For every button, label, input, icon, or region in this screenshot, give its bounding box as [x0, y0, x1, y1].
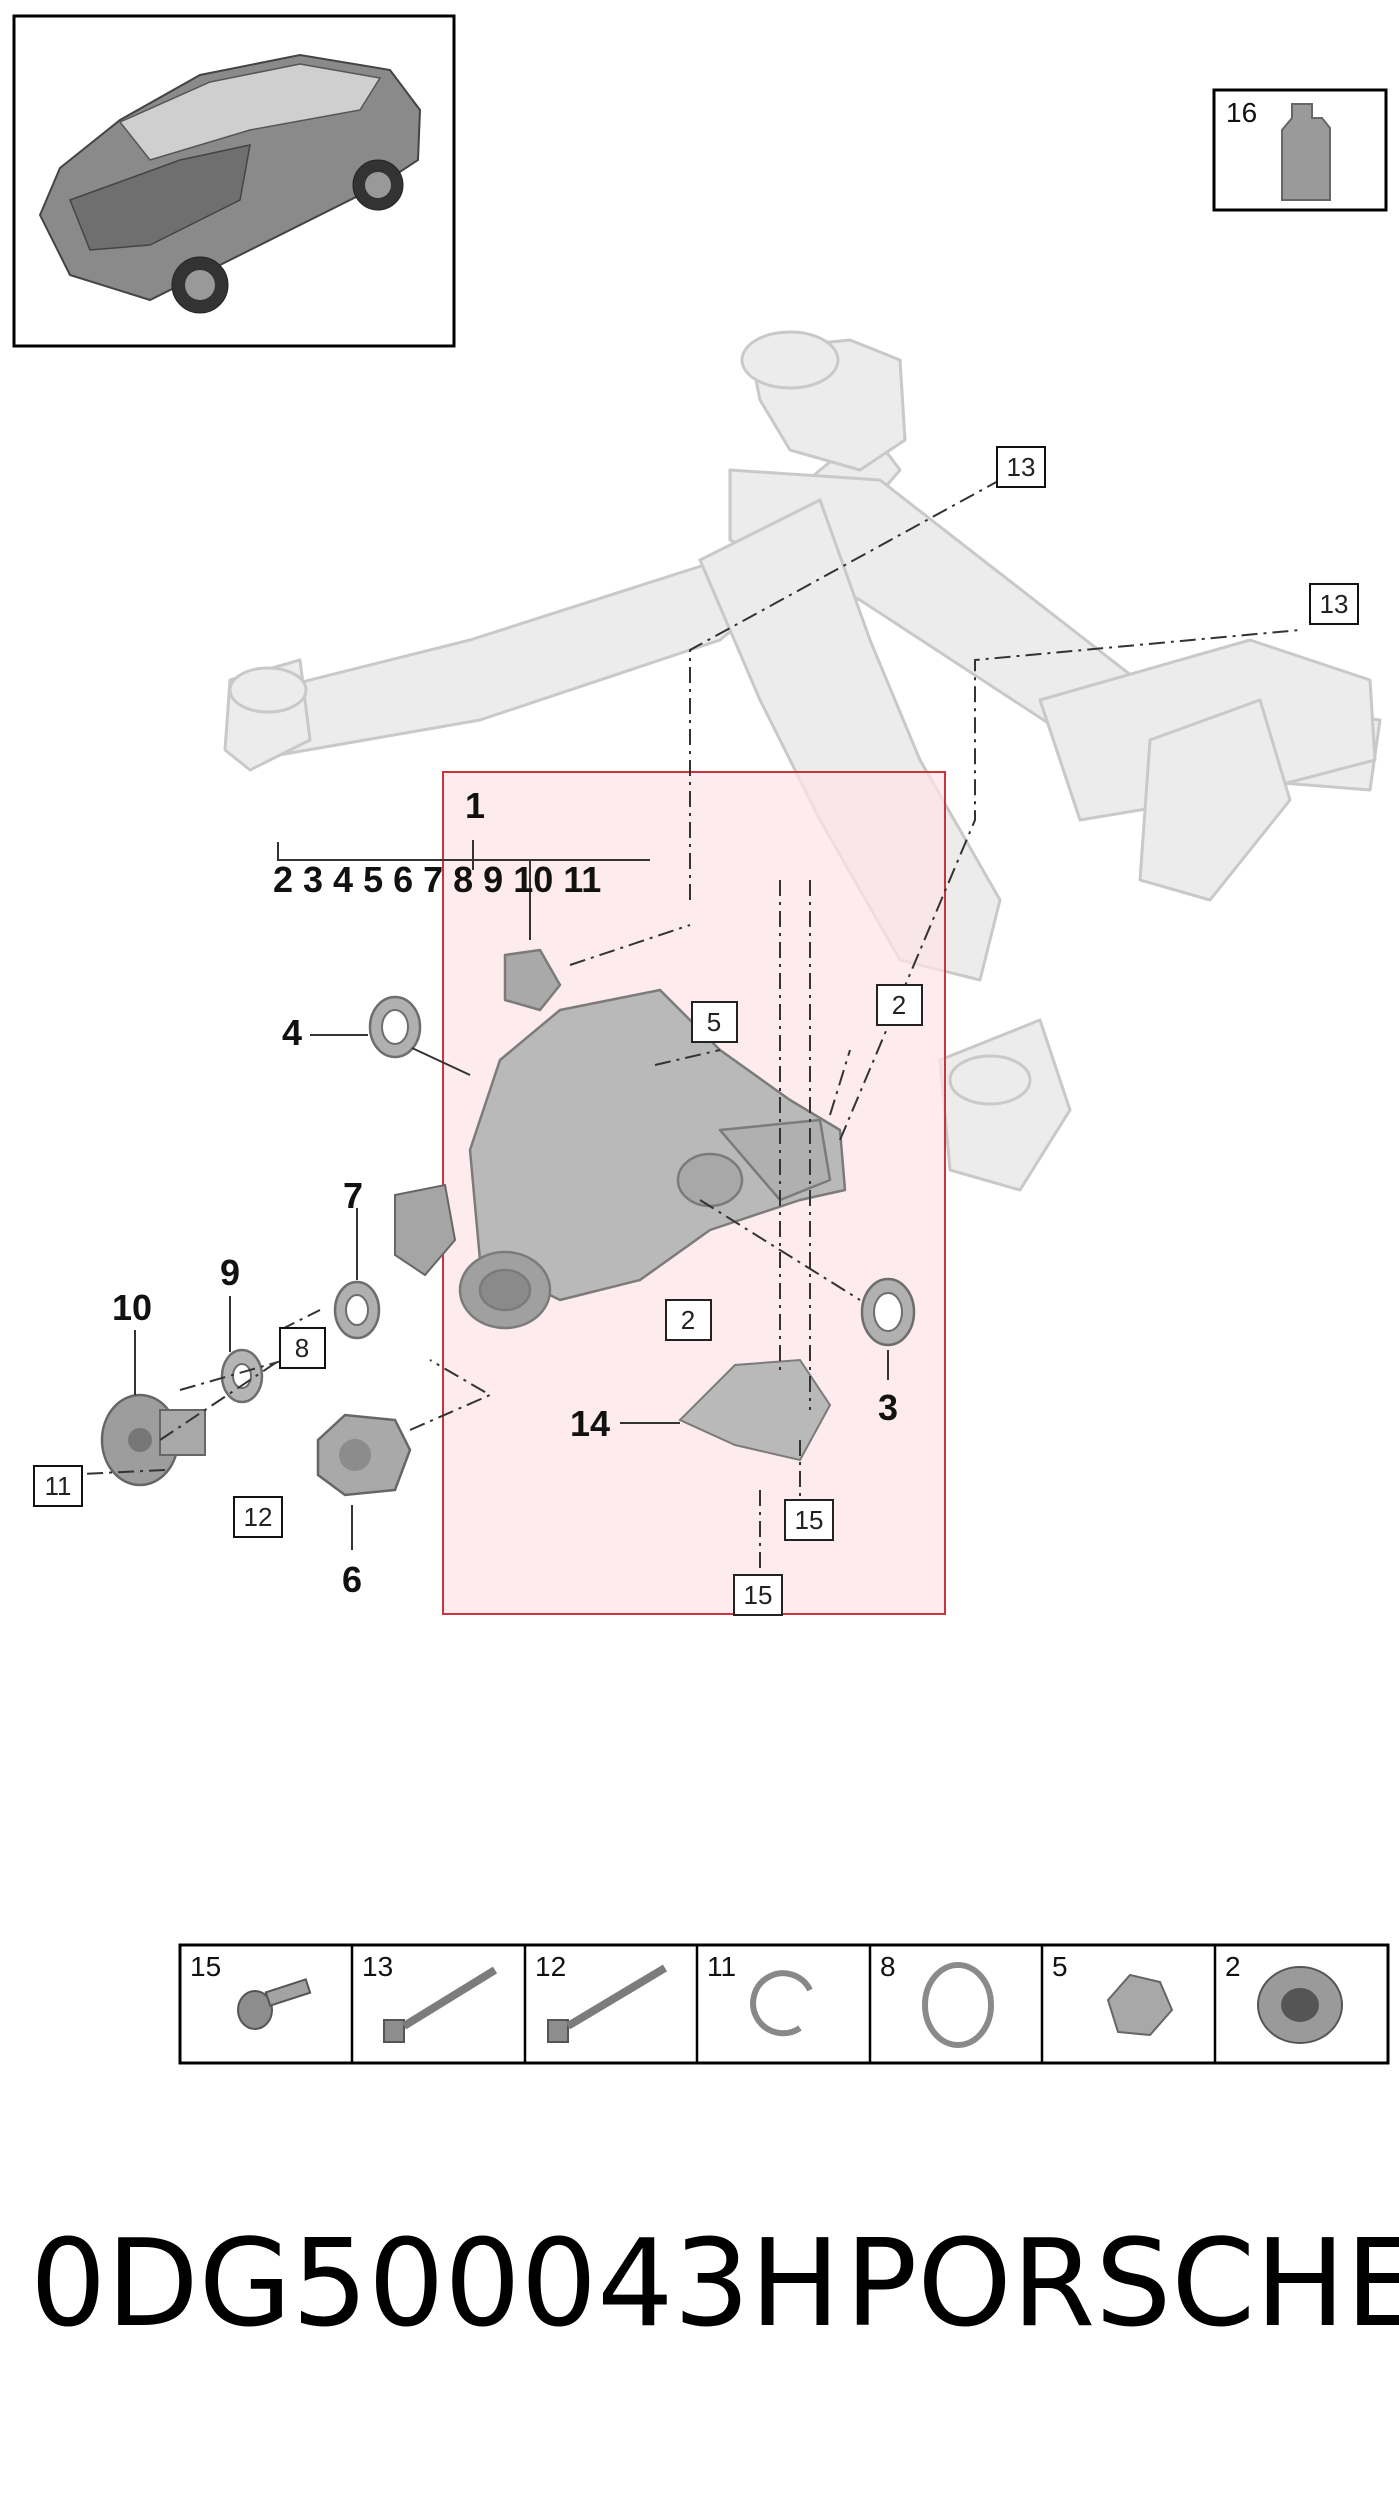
seal-3 [860, 1277, 916, 1347]
box-callout-2a: 2 [876, 984, 923, 1026]
svg-text:8: 8 [295, 1333, 309, 1363]
leader-lines [134, 840, 889, 1550]
circlip-icon [750, 1970, 813, 2037]
svg-text:5: 5 [707, 1007, 721, 1037]
svg-text:2: 2 [681, 1305, 695, 1335]
callout-3: 3 [878, 1387, 898, 1428]
callout-14: 14 [570, 1403, 610, 1444]
bold-callouts: 1 2 3 4 5 6 7 8 9 10 11 4 7 9 10 3 14 6 [112, 785, 898, 1600]
strip-number-4: 11 [707, 1951, 736, 1982]
svg-text:15: 15 [744, 1580, 773, 1610]
part-number: 0DG500043H [30, 2215, 841, 2354]
box-callout-15b: 15 [733, 1574, 783, 1616]
fluid-bottle-number: 16 [1226, 97, 1257, 128]
callout-9: 9 [220, 1252, 240, 1293]
differential-housing [458, 948, 847, 1330]
strip-number-3: 12 [535, 1951, 566, 1982]
box-callout-13a: 13 [996, 446, 1046, 488]
box-callout-8: 8 [279, 1327, 326, 1369]
callout-4: 4 [282, 1012, 302, 1053]
vehicle-thumbnail [12, 14, 456, 348]
long-bolt-icon [547, 1964, 668, 2043]
callout-1: 1 [465, 785, 485, 826]
seal-4 [368, 995, 422, 1059]
strip-number-7: 2 [1225, 1951, 1241, 1982]
o-ring-icon [922, 1962, 994, 2048]
strip-number-6: 5 [1052, 1951, 1068, 1982]
flange-10 [100, 1393, 206, 1487]
callout-group-members: 2 3 4 5 6 7 8 9 10 11 [273, 859, 601, 900]
long-bolt-icon [383, 1966, 498, 2043]
boxed-callouts: 13 13 5 2 2 8 11 12 [33, 446, 1359, 1616]
box-callout-15a: 15 [784, 1499, 834, 1541]
box-callout-2b: 2 [665, 1299, 712, 1341]
box-callout-11: 11 [33, 1465, 83, 1507]
seal-7 [333, 1280, 381, 1340]
box-callout-5: 5 [691, 1001, 738, 1043]
oil-bottle-icon [1281, 103, 1331, 201]
heat-shield-cover [678, 1358, 832, 1462]
svg-text:12: 12 [244, 1502, 273, 1532]
fluid-bottle-box: 16 [1212, 88, 1388, 212]
brand-name: PORSCHE [845, 2215, 1399, 2354]
svg-text:15: 15 [795, 1505, 824, 1535]
drain-plug-icon [1257, 1966, 1343, 2044]
plug-icon [1106, 1973, 1174, 2037]
shim-9 [220, 1348, 264, 1404]
strip-number-5: 8 [880, 1951, 896, 1982]
svg-text:2: 2 [892, 990, 906, 1020]
suv-illustration [38, 53, 422, 314]
strip-number-2: 13 [362, 1951, 393, 1982]
hardware-strip: 15 13 12 11 8 5 2 [178, 1943, 1390, 2065]
strip-number-1: 15 [190, 1951, 221, 1982]
svg-text:11: 11 [45, 1471, 72, 1501]
dash-dot-lines [59, 479, 1301, 1570]
mount-6 [316, 1413, 412, 1497]
box-callout-12: 12 [233, 1496, 283, 1538]
callout-6: 6 [342, 1559, 362, 1600]
callout-7: 7 [343, 1175, 363, 1216]
box-callout-13b: 13 [1309, 583, 1359, 625]
short-bolt-icon [237, 1978, 312, 2030]
bracket-7-housing [394, 1183, 457, 1277]
svg-text:13: 13 [1007, 452, 1036, 482]
svg-text:13: 13 [1320, 589, 1349, 619]
callout-10: 10 [112, 1287, 152, 1328]
